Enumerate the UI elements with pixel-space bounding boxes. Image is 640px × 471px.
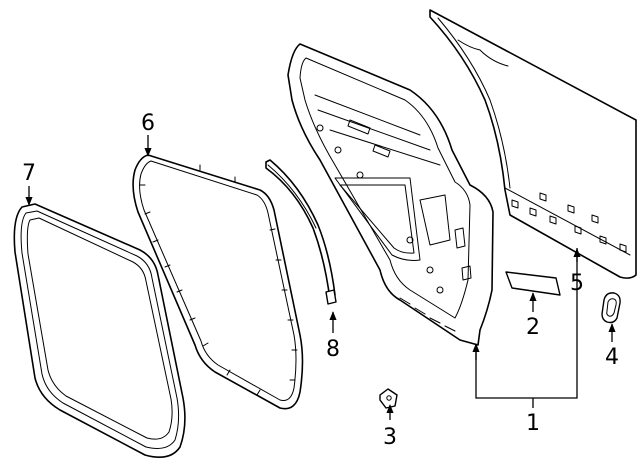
callouts: 7 6 8 3 4 2 5 1 xyxy=(22,111,619,450)
weatherstrip-outer-part-7 xyxy=(13,203,186,458)
door-inner-frame xyxy=(287,43,494,346)
glass-channel-part-8 xyxy=(265,159,337,305)
leader-1-5 xyxy=(475,248,578,399)
callout-2: 2 xyxy=(526,315,540,340)
applique-part-2 xyxy=(505,271,561,296)
outer-panel-part-5 xyxy=(429,9,637,279)
clip-part-4 xyxy=(601,292,621,324)
door-seal-part-6 xyxy=(132,154,304,410)
bracket-part-3 xyxy=(379,388,398,409)
callout-3: 3 xyxy=(383,425,397,450)
callout-1: 1 xyxy=(526,411,540,436)
callout-6: 6 xyxy=(141,111,155,136)
callout-4: 4 xyxy=(605,345,619,370)
leader-lines xyxy=(25,135,616,420)
callout-8: 8 xyxy=(326,337,340,362)
callout-5: 5 xyxy=(570,271,584,296)
callout-7: 7 xyxy=(22,161,36,186)
